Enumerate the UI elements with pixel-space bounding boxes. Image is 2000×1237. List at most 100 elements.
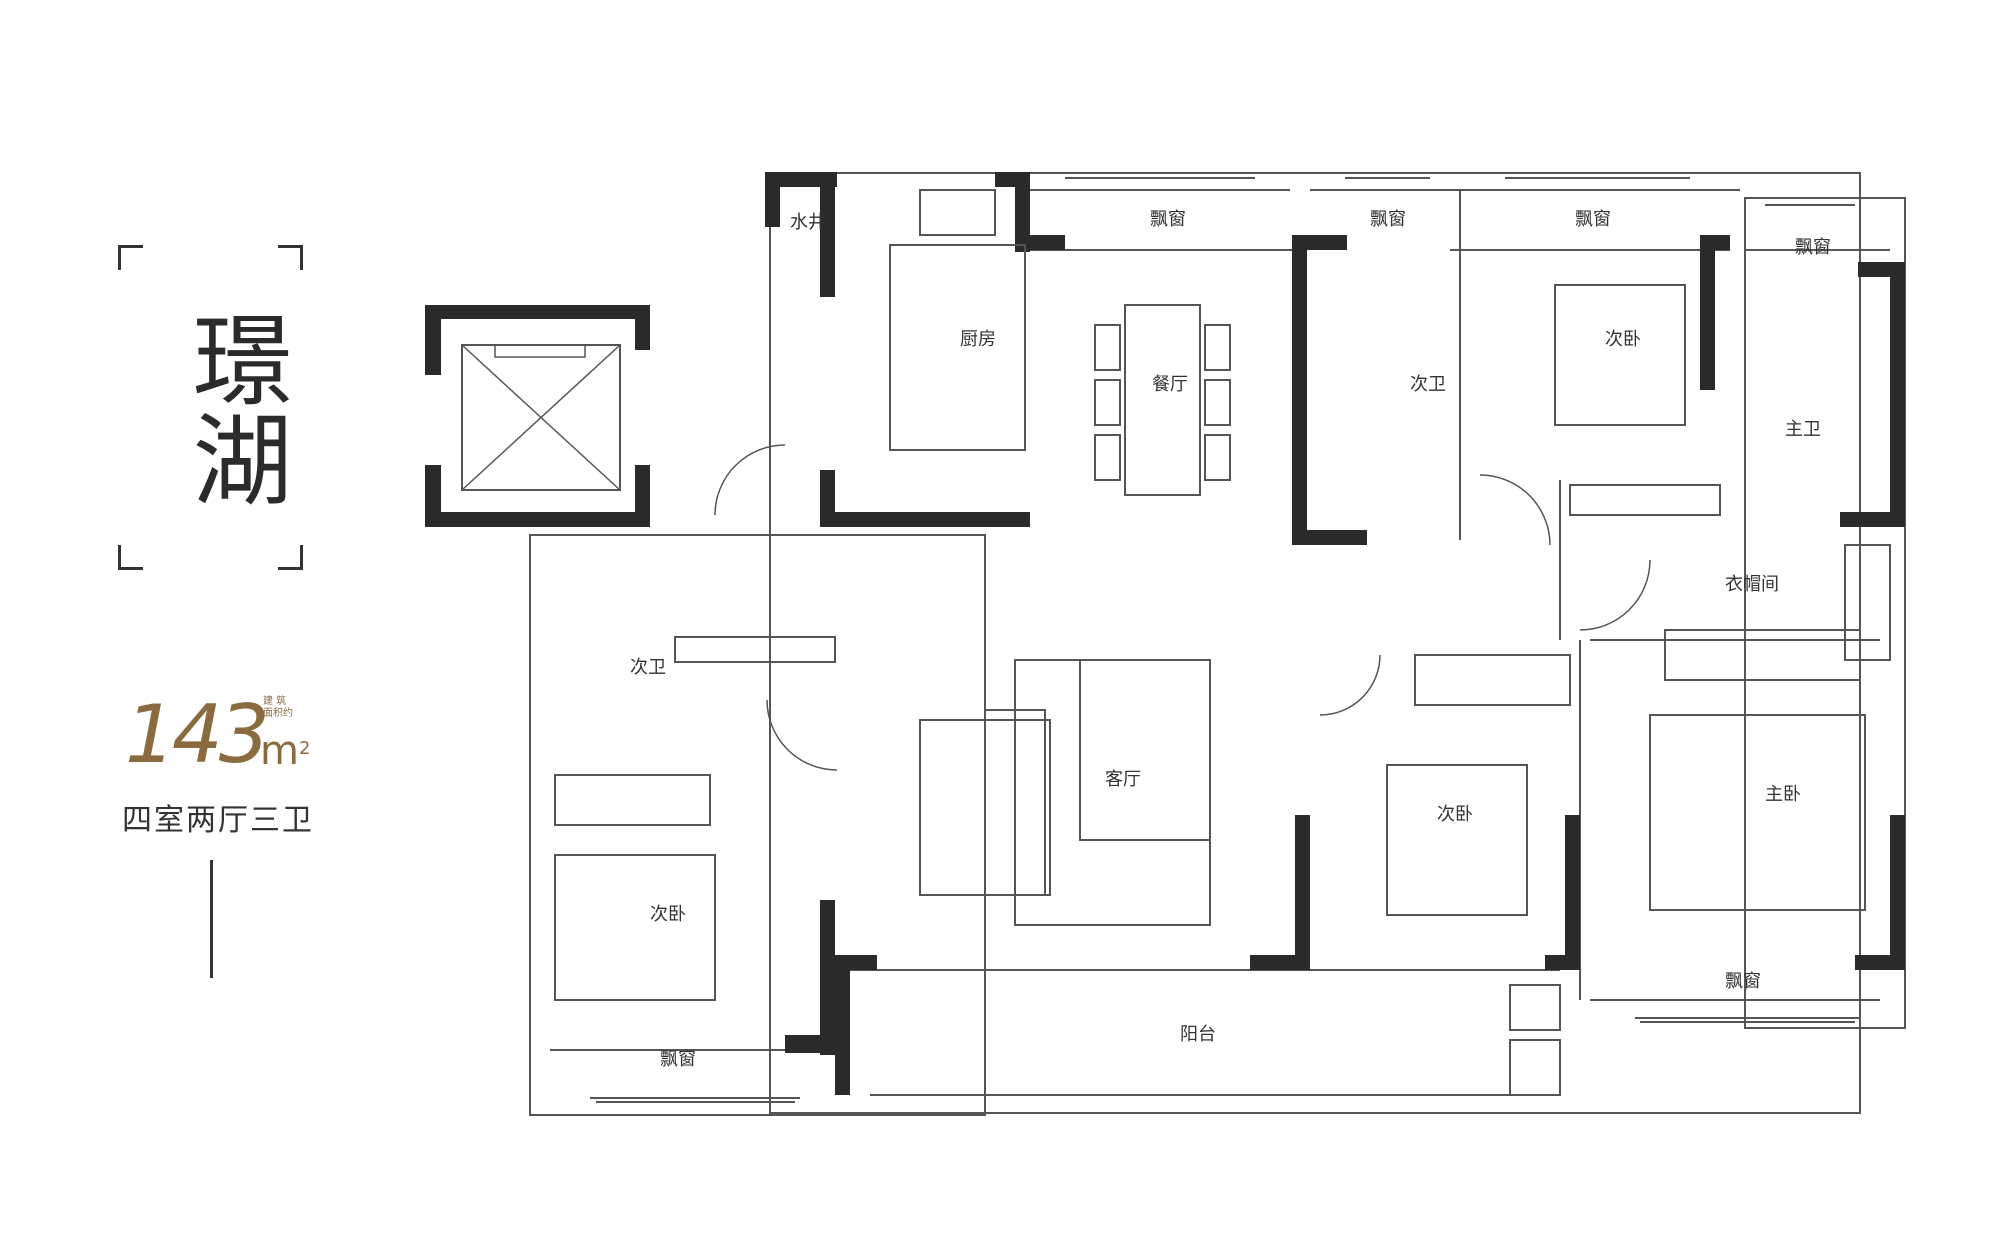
living-wall-left-low (820, 900, 835, 1055)
area-label: 建 筑 面积约 (263, 696, 323, 720)
area-number: 143 (125, 688, 270, 781)
dining-chair (1204, 434, 1231, 481)
room-label-cloakroom: 衣帽间 (1725, 574, 1779, 595)
bed-bedroom-2 (1554, 284, 1686, 426)
frame-corner-bottom-left (118, 545, 143, 570)
room-label-master-bedroom: 主卧 (1765, 784, 1801, 805)
area-unit-base: m (260, 728, 299, 774)
room-label-bay-window: 飘窗 (1725, 971, 1761, 992)
elevator-wall-left-low (425, 465, 441, 527)
room-labels: 水井 厨房 餐厅 飘窗 飘窗 飘窗 飘窗 次卫 次卧 主卫 衣帽间 次卫 客厅 … (630, 209, 1831, 1070)
sofa (919, 719, 1051, 896)
elevator-door (494, 344, 586, 358)
room-label-master-bath: 主卫 (1785, 419, 1821, 440)
bed-master (1649, 714, 1866, 911)
area-block: 143 建 筑 面积约 m2 (125, 690, 345, 780)
elevator-cross (461, 344, 621, 491)
elevator-wall-left (425, 305, 441, 375)
room-label-balcony: 阳台 (1180, 1024, 1216, 1045)
doors (714, 444, 1651, 771)
room-label-living-room: 客厅 (1105, 769, 1141, 790)
divider-line (210, 860, 213, 978)
kitchen-wall-left (820, 172, 835, 297)
dining-chair (1204, 324, 1231, 371)
outline-east (1744, 197, 1906, 1029)
elevator-wall-top (425, 305, 650, 319)
dining-chair (1094, 324, 1121, 371)
washer (1509, 984, 1561, 1031)
wardrobe (1844, 544, 1891, 661)
dining-chair (1094, 379, 1121, 426)
area-label-line1: 建 筑 (263, 696, 287, 707)
kitchen-counter (889, 244, 1026, 451)
east-wall-lower (1890, 815, 1905, 970)
room-label-secondary-bedroom: 次卧 (1605, 329, 1641, 350)
cabinet (1509, 1039, 1561, 1096)
kitchen-wall-right (1015, 172, 1030, 252)
structural-walls (425, 172, 1905, 1095)
bedroom-wall-corner (1545, 955, 1580, 970)
master-bath-wall-corner (1700, 235, 1730, 250)
brand-frame: 璟湖 (118, 245, 303, 570)
door-swing (1319, 654, 1381, 716)
balcony-wall-left (835, 970, 850, 1095)
door-swing (1479, 474, 1551, 546)
rug (1014, 659, 1211, 926)
bedroom-wall-left (1295, 815, 1310, 970)
dining-chair (1204, 379, 1231, 426)
dining-table (1124, 304, 1201, 496)
kitchen-wall-left-top (765, 172, 780, 227)
thin-walls (529, 172, 1906, 1116)
kitchen-wall-bottom (820, 512, 1030, 527)
elevator-wall-right-low (635, 465, 650, 525)
room-label-secondary-bedroom: 次卧 (1437, 804, 1473, 825)
east-wall-upper (1890, 262, 1905, 527)
bed-bedroom-4 (554, 854, 716, 1001)
outline-main (769, 172, 1861, 1114)
room-label-bay-window: 飘窗 (1150, 209, 1186, 230)
bath-wall-left (1292, 235, 1307, 545)
area-unit-superscript: 2 (298, 738, 311, 759)
door-swing (1579, 559, 1651, 631)
cabinet (674, 636, 836, 663)
master-bath-wall-left (1700, 295, 1715, 390)
room-label-dining: 餐厅 (1152, 374, 1188, 395)
bath-wall-bottom (1292, 530, 1367, 545)
dining-wall-corner (1015, 235, 1065, 250)
brand-name: 璟湖 (175, 308, 292, 508)
room-label-secondary-bath: 次卫 (1410, 374, 1446, 395)
area-label-line2: 面积约 (263, 708, 293, 719)
bed-bedroom-3 (1386, 764, 1528, 916)
wardrobe (1664, 629, 1861, 681)
door-swing (766, 699, 838, 771)
room-label-secondary-bath: 次卫 (630, 657, 666, 678)
room-label-secondary-bedroom: 次卧 (650, 904, 686, 925)
area-unit: m2 (260, 726, 310, 776)
wardrobe (554, 774, 711, 826)
elevator-wall-bottom (425, 512, 650, 527)
dining-chair (1094, 434, 1121, 481)
wardrobe (1414, 654, 1571, 706)
room-label-bay-window: 飘窗 (1370, 209, 1406, 230)
east-wall-mid (1840, 512, 1905, 527)
kitchen-wall-top-left (765, 172, 837, 187)
living-wall-corner (785, 1035, 835, 1053)
wardrobe (1569, 484, 1721, 516)
room-label-bay-window: 飘窗 (660, 1049, 696, 1070)
living-wall-bottom-left (835, 955, 877, 970)
layout-type: 四室两厅三卫 (122, 803, 314, 838)
elevator-wall-right (635, 305, 650, 350)
kitchen-sink (919, 189, 996, 236)
frame-corner-bottom-right (278, 545, 303, 570)
door-swing (714, 444, 786, 516)
furniture (554, 189, 1891, 1096)
master-wall-corner (1858, 955, 1873, 970)
elevator (461, 344, 621, 491)
room-label-water-well: 水井 (790, 212, 826, 233)
coffee-table (1079, 659, 1211, 841)
room-label-bay-window: 飘窗 (1575, 209, 1611, 230)
frame-corner-top-left (118, 245, 143, 270)
room-label-bay-window: 飘窗 (1795, 237, 1831, 258)
room-label-kitchen: 厨房 (960, 329, 996, 350)
